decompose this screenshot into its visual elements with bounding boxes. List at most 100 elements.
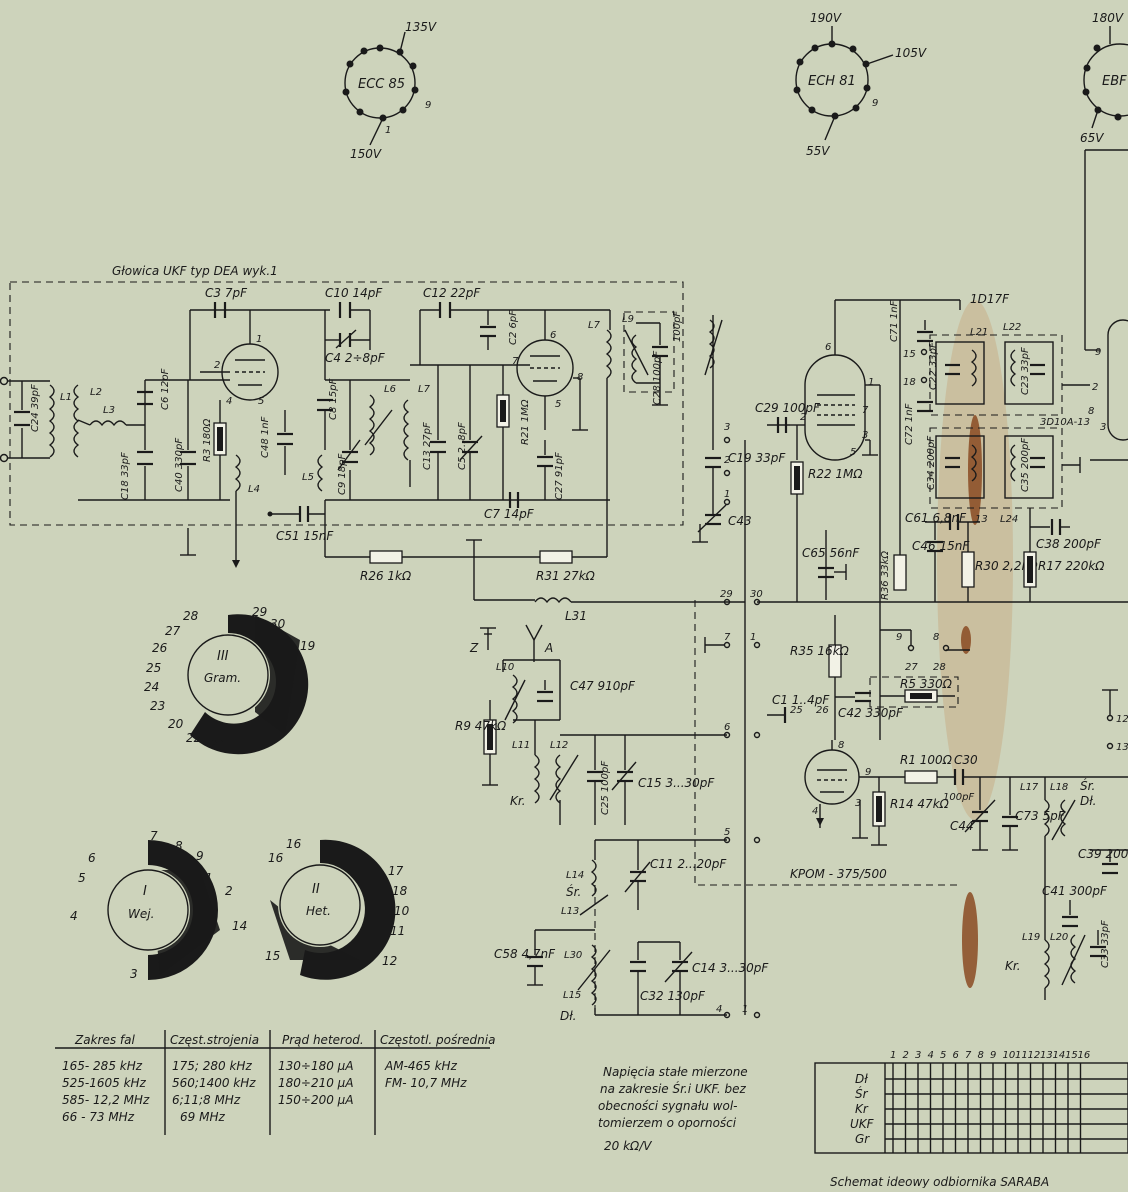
- svg-text:20 kΩ/V: 20 kΩ/V: [604, 1139, 652, 1153]
- svg-text:5: 5: [78, 871, 86, 885]
- svg-text:Napięcia stałe mierzone: Napięcia stałe mierzone: [603, 1065, 748, 1079]
- coil-label: L10: [496, 662, 514, 673]
- res-label: R5 330Ω: [900, 677, 953, 691]
- tube-label: ECC 85: [358, 77, 405, 92]
- table-header: Prąd heterod.: [282, 1033, 364, 1047]
- wafer-sub: Gram.: [204, 671, 241, 685]
- pin-number: 3: [862, 430, 868, 441]
- pin-number: 3: [855, 798, 861, 809]
- wafer-name: III: [217, 649, 229, 664]
- coil-label: L7: [588, 320, 601, 331]
- switch-column-number: 4: [928, 1050, 934, 1061]
- coil-label: L19: [1022, 932, 1040, 943]
- switch-pin: 1: [724, 489, 730, 500]
- switch-pin: 27: [905, 662, 918, 673]
- table-cell: 165- 285 kHz: [62, 1059, 143, 1073]
- table-cell: 175; 280 kHz: [172, 1059, 252, 1073]
- pin-number: 2: [800, 412, 806, 423]
- switch-pin: 26: [816, 705, 829, 716]
- tube-label: EBF: [1102, 74, 1127, 89]
- switch-pin: 7: [724, 632, 731, 643]
- cap-label: C25 100pF: [600, 761, 611, 815]
- svg-text:18: 18: [392, 884, 408, 898]
- tuning-section: C19 33pF C43 3 2 1 29 30 7 1 6 5 4 1 KPO…: [692, 315, 1128, 1019]
- pin-number: 9: [872, 98, 878, 109]
- switch-column-number: 10: [1003, 1050, 1016, 1061]
- svg-text:17: 17: [388, 864, 404, 878]
- cap-label: C4 2÷8pF: [325, 351, 386, 365]
- coil-label: L21: [970, 327, 988, 338]
- table-cell: FM- 10,7 MHz: [385, 1076, 467, 1090]
- switch-wafer-ii: II Het. 10 11 12 14 15 16 17 18 16: [232, 837, 410, 980]
- wafer-name: II: [312, 882, 320, 897]
- cap-label: C14 3...30pF: [692, 961, 769, 975]
- switch-pin: 6: [724, 722, 730, 733]
- cap-label: C38 200pF: [1036, 537, 1102, 551]
- svg-text:15: 15: [265, 949, 280, 963]
- cap-label: C41 300pF: [1042, 884, 1108, 898]
- table-cell: 560;1400 kHz: [172, 1076, 256, 1090]
- cap-value: 100pF: [943, 792, 974, 803]
- cap-value: 100pF: [672, 311, 683, 342]
- res-label: R36 33kΩ: [880, 551, 891, 600]
- cap-label: C2 6pF: [508, 310, 519, 345]
- coil-label: L14: [566, 870, 584, 881]
- wafer-number: 16: [286, 837, 302, 851]
- dl-label-2: Dł.: [1080, 794, 1097, 808]
- cap-label: C1 1..4pF: [772, 693, 830, 707]
- cap-label: C40 330pF: [174, 438, 185, 492]
- switch-column-number: 6: [953, 1050, 959, 1061]
- res-label: R9 47kΩ: [455, 719, 507, 733]
- table-cell: 585- 12,2 MHz: [62, 1093, 150, 1107]
- head-output-network: R26 1kΩ R31 27kΩ L31: [180, 500, 745, 623]
- table-cell: 69 MHz: [180, 1110, 225, 1124]
- switch-column-number: 2: [903, 1050, 909, 1061]
- switch-column-number: 11: [1015, 1050, 1028, 1061]
- head-title: Głowica UKF typ DEA wyk.1: [112, 264, 278, 278]
- wafer-sub: Wej.: [128, 907, 154, 921]
- mixer-ech81: 6 1 2 7 3 5 C29 100pF R22 1MΩ C65 56nF 1…: [755, 149, 1128, 740]
- cap-label: C33 33pF: [1100, 920, 1111, 968]
- res-label: R30 2,2kΩ: [975, 559, 1038, 573]
- switch-column-number: 9: [990, 1050, 996, 1061]
- terminal-a: A: [544, 641, 553, 655]
- switch-pin: 2: [724, 455, 730, 466]
- svg-text:1: 1: [205, 871, 213, 885]
- cap-label: C44: [950, 819, 974, 833]
- pin-number: 8: [838, 740, 844, 751]
- svg-text:na zakresie Śr.i UKF. bez: na zakresie Śr.i UKF. bez: [600, 1081, 747, 1096]
- wafer-name: I: [143, 884, 147, 899]
- res-label: R3 180Ω: [202, 418, 213, 462]
- pin-number: 13: [975, 514, 988, 525]
- coil-label: L3: [103, 405, 115, 416]
- pin-voltage: 150V: [350, 147, 382, 161]
- coil-label: L20: [1050, 932, 1068, 943]
- cap-label: C3 7pF: [205, 286, 248, 300]
- svg-text:16: 16: [268, 851, 284, 865]
- coil-label: L9: [622, 314, 634, 325]
- cap-label: C65 56nF: [802, 546, 860, 560]
- table-header: Częst.strojenia: [170, 1033, 259, 1047]
- switch-pin: 30: [750, 589, 763, 600]
- coil-label: L31: [565, 609, 587, 623]
- cap-label: C27 91pF: [554, 452, 565, 500]
- am-input-section: Z A L10 C47 910pF R9 47kΩ L11 Kr. L12 C2…: [455, 624, 769, 1023]
- cap-label: C46 15nF: [912, 539, 970, 553]
- coil-label: L5: [302, 472, 314, 483]
- cap-label: C6 12pF: [160, 368, 171, 410]
- switch-pin: 5: [724, 827, 730, 838]
- pin-voltage: 105V: [895, 46, 927, 60]
- filter-label: 1D17F: [970, 292, 1010, 306]
- svg-text:6: 6: [88, 851, 96, 865]
- cap-label: C8 15pF: [328, 378, 339, 420]
- cap-label: C42 330pF: [838, 706, 904, 720]
- pin-number: 1: [868, 377, 874, 388]
- table-cell: 150÷200 μA: [278, 1093, 354, 1107]
- switch-pin: 13: [1116, 742, 1128, 753]
- switch-column-number: 3: [915, 1050, 921, 1061]
- coil-label: L6: [384, 384, 396, 395]
- switch-pin: 8: [933, 632, 939, 643]
- switch-pin: 4: [716, 1004, 722, 1015]
- switch-column-number: 15: [1065, 1050, 1078, 1061]
